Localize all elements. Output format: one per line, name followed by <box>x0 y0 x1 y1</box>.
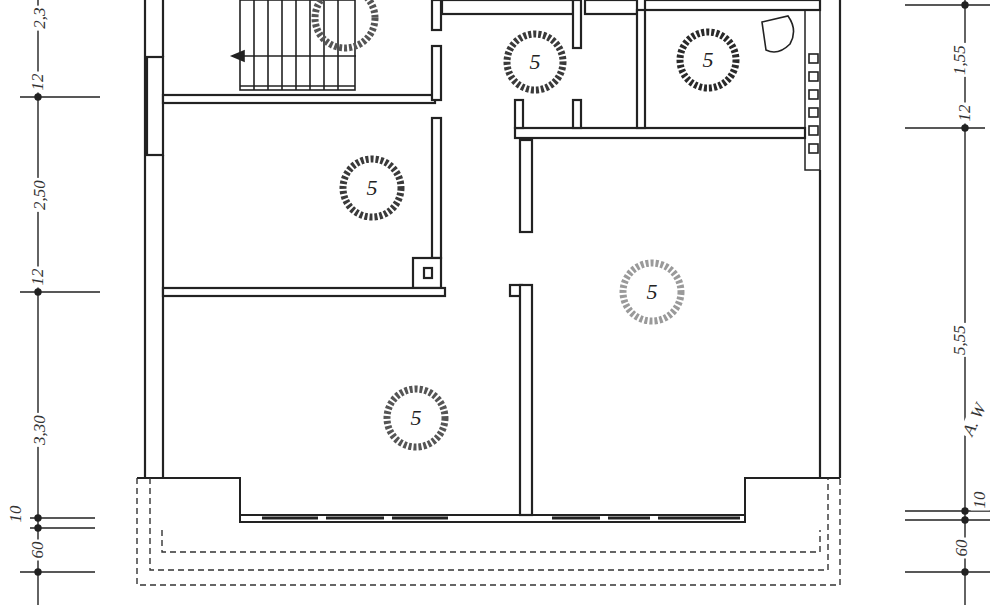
dimension-label: 12 <box>29 267 48 288</box>
dimension-label: 10 <box>971 490 990 511</box>
hatched-ring <box>387 389 445 447</box>
dimension-label: 12 <box>956 103 975 124</box>
callout-number: 5 <box>367 177 378 199</box>
callout-circle: 5 <box>671 23 745 97</box>
hatched-ring <box>680 32 736 88</box>
dimension-label: 12 <box>29 72 48 93</box>
dimension-label: 10 <box>7 504 26 525</box>
callout-circle: 5 <box>614 254 690 330</box>
callout-number: 5 <box>703 49 714 71</box>
callout-number: 5 <box>530 51 541 73</box>
dimension-label: 3,30 <box>31 413 50 447</box>
signature: A. W <box>959 399 992 440</box>
dimension-label: 2,3 <box>31 5 50 30</box>
callout-circle: 5 <box>378 380 454 456</box>
dimension-label: 2,50 <box>31 178 50 212</box>
hatched-ring <box>343 159 401 217</box>
dimension-label: 60 <box>953 538 972 559</box>
callout-circle: 5 <box>498 25 572 99</box>
dimension-label: 1,55 <box>951 43 970 77</box>
callout-number: 5 <box>647 281 658 303</box>
dimension-label: 60 <box>29 540 48 561</box>
hatched-ring <box>623 263 681 321</box>
callout-number: 5 <box>411 407 422 429</box>
callout-circle: 5 <box>334 150 410 226</box>
dimension-label: 5,55 <box>951 323 970 357</box>
hatched-ring <box>507 34 563 90</box>
